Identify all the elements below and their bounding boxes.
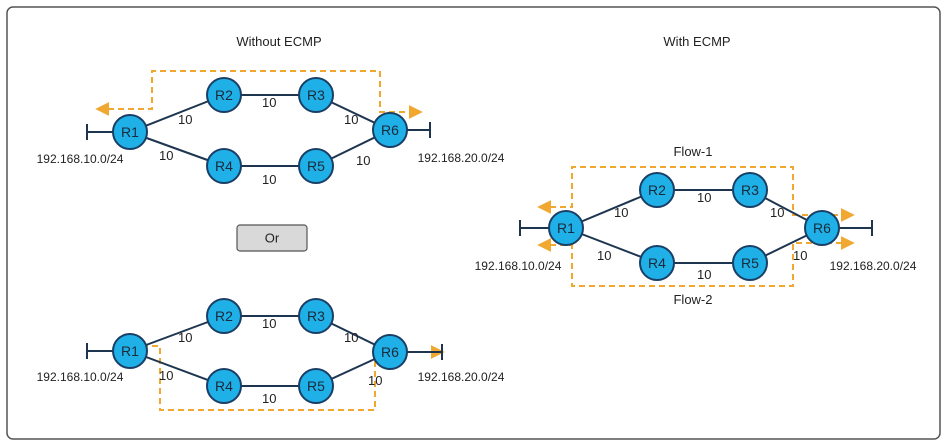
svg-text:R3: R3 <box>307 87 325 103</box>
diagram-b-path <box>119 339 445 411</box>
router-c-r6: R6 <box>804 210 840 246</box>
router-c-r5: R5 <box>732 245 768 281</box>
cost-b-r2-r3: 10 <box>262 316 276 331</box>
router-c-r3: R3 <box>732 172 768 208</box>
router-a-r2: R2 <box>206 77 242 113</box>
router-b-r3: R3 <box>298 298 334 334</box>
router-a-r6: R6 <box>372 112 408 148</box>
svg-text:R5: R5 <box>307 158 325 174</box>
svg-text:R2: R2 <box>215 87 233 103</box>
svg-text:R5: R5 <box>741 255 759 271</box>
router-a-r3: R3 <box>298 77 334 113</box>
cost-a-r2-r3: 10 <box>262 95 276 110</box>
router-b-r6: R6 <box>372 334 408 370</box>
flow-2-label: Flow-2 <box>673 292 712 307</box>
svg-text:R1: R1 <box>121 124 139 140</box>
title-with-ecmp: With ECMP <box>663 34 730 49</box>
cost-c-r3-r6: 10 <box>770 205 784 220</box>
router-b-r5: R5 <box>298 368 334 404</box>
svg-text:R1: R1 <box>121 343 139 359</box>
router-b-r4: R4 <box>206 368 242 404</box>
router-a-r4: R4 <box>206 148 242 184</box>
svg-text:R5: R5 <box>307 378 325 394</box>
router-c-r1: R1 <box>548 210 584 246</box>
cost-b-r3-r6: 10 <box>344 330 358 345</box>
cost-b-r1-r2: 10 <box>178 330 192 345</box>
diagram-c: 10 10 10 10 10 10 R1 R2 R3 R4 R5 R6 Flow… <box>475 144 917 307</box>
cost-c-r4-r5: 10 <box>697 267 711 282</box>
subnet-c-right: 192.168.20.0/24 <box>830 259 917 273</box>
cost-a-r4-r5: 10 <box>262 172 276 187</box>
svg-text:R3: R3 <box>307 308 325 324</box>
subnet-c-left: 192.168.10.0/24 <box>475 259 562 273</box>
flow-1-label: Flow-1 <box>673 144 712 159</box>
svg-text:R3: R3 <box>741 182 759 198</box>
cost-a-r1-r2: 10 <box>178 112 192 127</box>
cost-c-r1-r2: 10 <box>614 205 628 220</box>
svg-text:R6: R6 <box>381 122 399 138</box>
cost-b-r1-r4: 10 <box>159 368 173 383</box>
subnet-a-left: 192.168.10.0/24 <box>37 152 124 166</box>
router-b-r1: R1 <box>112 333 148 369</box>
router-c-r2: R2 <box>639 172 675 208</box>
svg-text:R1: R1 <box>557 220 575 236</box>
cost-b-r5-r6: 10 <box>368 373 382 388</box>
subnet-b-left: 192.168.10.0/24 <box>37 370 124 384</box>
subnet-a-right: 192.168.20.0/24 <box>418 151 505 165</box>
cost-c-r5-r6: 10 <box>793 248 807 263</box>
diagram-b: 10 10 10 10 10 10 R1 R2 R3 R4 R5 R6 192.… <box>37 298 505 411</box>
svg-text:R6: R6 <box>381 344 399 360</box>
cost-a-r3-r6: 10 <box>344 112 358 127</box>
svg-text:R4: R4 <box>215 378 233 394</box>
cost-a-r1-r4: 10 <box>159 148 173 163</box>
or-box: Or <box>236 224 308 252</box>
cost-b-r4-r5: 10 <box>262 391 276 406</box>
diagram-a-path <box>95 70 423 119</box>
cost-a-r5-r6: 10 <box>356 153 370 168</box>
subnet-b-right: 192.168.20.0/24 <box>418 370 505 384</box>
diagram-a: 10 10 10 10 10 10 R1 R2 R3 R4 R5 R6 192.… <box>37 70 505 187</box>
flow-2-path <box>537 236 855 287</box>
router-a-r5: R5 <box>298 148 334 184</box>
flow-1-path <box>537 166 855 222</box>
svg-text:R4: R4 <box>215 158 233 174</box>
svg-text:R2: R2 <box>648 182 666 198</box>
or-label: Or <box>265 231 280 246</box>
svg-text:R6: R6 <box>813 220 831 236</box>
router-b-r2: R2 <box>206 298 242 334</box>
svg-text:R2: R2 <box>215 308 233 324</box>
cost-c-r1-r4: 10 <box>597 248 611 263</box>
cost-c-r2-r3: 10 <box>697 190 711 205</box>
router-a-r1: R1 <box>112 114 148 150</box>
router-c-r4: R4 <box>639 245 675 281</box>
svg-text:R4: R4 <box>648 255 666 271</box>
title-without-ecmp: Without ECMP <box>236 34 321 49</box>
